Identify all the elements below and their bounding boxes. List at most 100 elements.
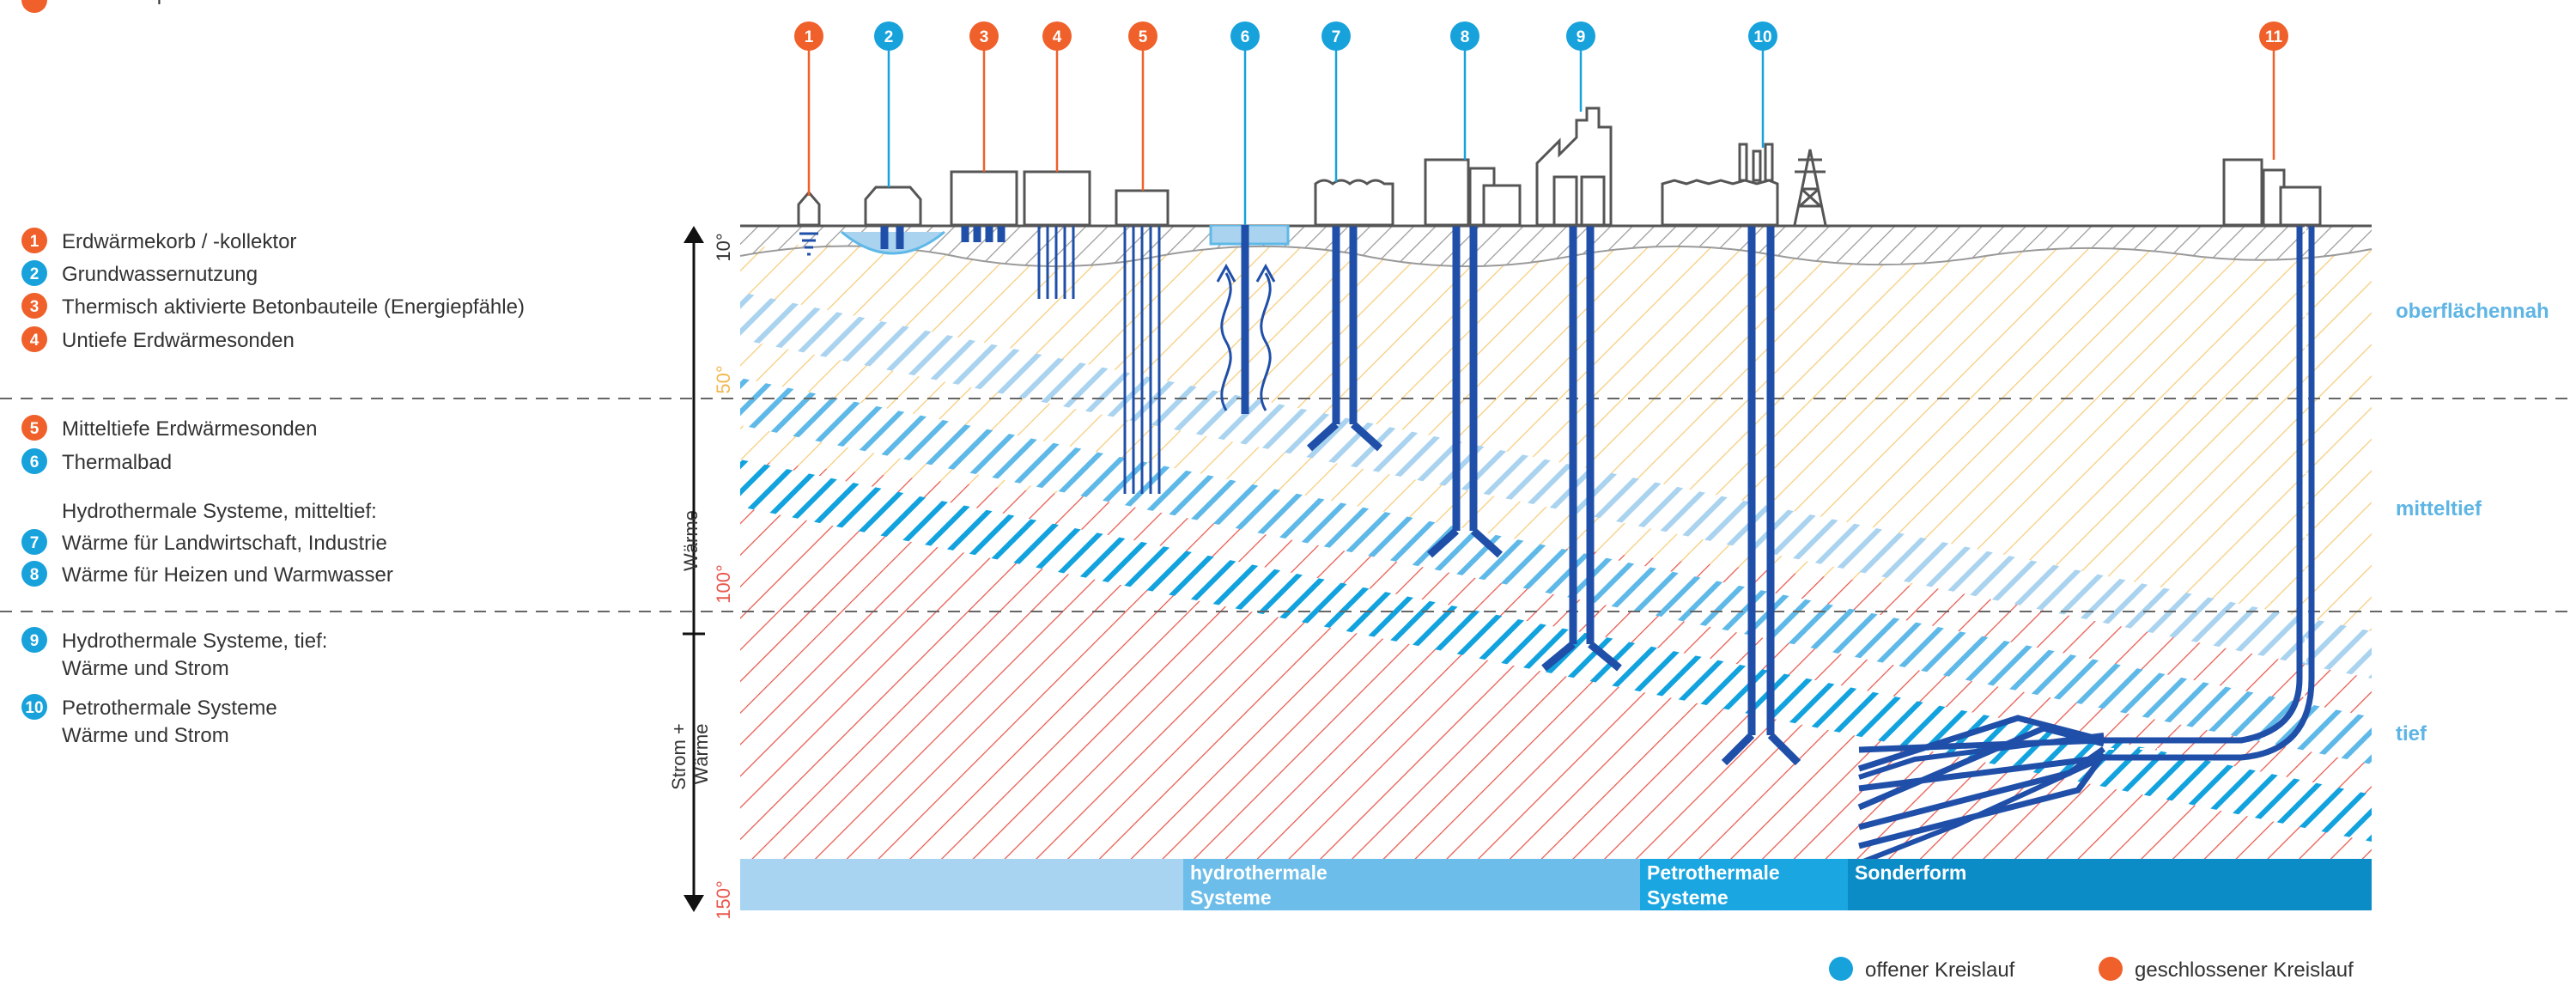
medium-deep-probes: [1123, 225, 1161, 494]
legend-label: Petrothermale Systeme: [62, 697, 277, 720]
hydrothermal-doublet-7: [1306, 225, 1383, 452]
greenhouse-7-icon: [1314, 179, 1394, 227]
building-3-icon: [950, 170, 1018, 227]
open-circuit-label: offener Kreislauf: [1865, 958, 2015, 982]
legend-number: 4: [30, 332, 39, 350]
marker-number: 9: [1577, 28, 1586, 46]
marker-3: 3: [969, 21, 999, 172]
legend-item: 8 Wärme für Heizen und Warmwasser: [21, 561, 393, 587]
marker-4: 4: [1042, 21, 1072, 172]
chimney-10b-icon: [1752, 149, 1762, 182]
marker-badge: [1748, 21, 1777, 51]
thermal-bath-wells: [1209, 225, 1290, 414]
marker-number: 4: [1053, 28, 1062, 46]
marker-badge: [1566, 21, 1595, 51]
shallow-probes: [1037, 225, 1075, 299]
legend-number: 6: [30, 453, 39, 472]
legend-label: Wärme für Heizen und Warmwasser: [62, 563, 393, 587]
petrothermal-doublet-10: [1721, 225, 1801, 766]
legend-label: Untiefe Erdwärmesonden: [62, 329, 295, 352]
groundwater-well: [841, 225, 945, 255]
legend-item: Hydrothermale Systeme, mitteltief:: [62, 500, 377, 523]
factory-9b-icon: [1552, 175, 1578, 227]
legend-label: Wärme für Landwirtschaft, Industrie: [62, 532, 387, 555]
depth-axis: Wärme Strom + Wärme: [668, 226, 712, 912]
legend-number: 2: [30, 265, 39, 283]
building-11a-icon: [2222, 158, 2263, 227]
marker-1: 1: [794, 21, 823, 196]
marker-8: 8: [1450, 21, 1479, 160]
zone-label-mid: mitteltief: [2396, 497, 2482, 520]
legend-badge: [21, 529, 47, 555]
marker-number: 8: [1461, 28, 1470, 46]
marker-number: 11: [2265, 28, 2283, 46]
marker-number: 6: [1241, 28, 1250, 46]
marker-number: 2: [884, 28, 894, 46]
marker-5: 5: [1128, 21, 1157, 191]
zone-label-deep: tief: [2396, 722, 2427, 745]
house-2-icon: [864, 186, 922, 227]
temperature-label: 50°: [713, 365, 734, 393]
legend-label: Wärme und Strom: [62, 724, 229, 747]
legend-number: 8: [30, 566, 39, 584]
marker-badge: [2259, 21, 2288, 51]
closed-circuit-label: geschlossener Kreislauf: [2135, 958, 2354, 982]
system-band-label: Petrothermale: [1647, 861, 1780, 884]
legend-label: Thermalbad: [62, 451, 172, 474]
system-band-label: hydrothermale: [1190, 861, 1327, 884]
axis-label-strom-waerme: Strom + Wärme: [668, 718, 712, 790]
power-plant-10-icon: [1661, 179, 1779, 227]
legend-number: 1: [30, 233, 39, 251]
building-11c-icon: [2279, 186, 2322, 227]
building-8c-icon: [1482, 184, 1522, 227]
marker-number: 7: [1332, 28, 1341, 46]
marker-number: 10: [1753, 28, 1771, 46]
chimney-10a-icon: [1738, 143, 1748, 182]
open-circuit-dot-icon: [1829, 957, 1853, 981]
marker-number: 1: [805, 28, 814, 46]
marker-badge: [1042, 21, 1072, 51]
marker-10: 10: [1748, 21, 1777, 148]
legend-item: 6 Thermalbad: [21, 448, 172, 474]
legend-item: 4 Untiefe Erdwärmesonden: [21, 326, 295, 352]
legend-item: 11 Eavor-Loop: [21, 0, 168, 13]
legend-badge: [21, 694, 47, 720]
legend-label: Wärme und Strom: [62, 657, 229, 680]
building-8a-icon: [1424, 158, 1470, 227]
legend-item: 1 Erdwärmekorb / -kollektor: [21, 228, 296, 253]
legend-label: Erdwärmekorb / -kollektor: [62, 230, 296, 253]
legend-label: Eavor-Loop: [62, 0, 168, 5]
legend-number: 9: [30, 632, 39, 650]
hydrothermal-doublet-9: [1541, 225, 1622, 672]
legend-label: Hydrothermale Systeme, mitteltief:: [62, 500, 377, 523]
pipes: [799, 225, 2315, 859]
marker-badge: [1128, 21, 1157, 51]
legend-badge: [21, 326, 47, 352]
circuit-legend: offener Kreislauf geschlossener Kreislau…: [1829, 957, 2354, 982]
temperature-label: 100°: [713, 564, 734, 604]
surface-boundary: [739, 245, 2372, 268]
surface-structures: [797, 106, 2322, 227]
legend-badge: [21, 260, 47, 286]
marker-2: 2: [874, 21, 903, 187]
marker-6: 6: [1230, 21, 1260, 225]
marker-badge: [1321, 21, 1351, 51]
system-band: Sonderform: [1848, 859, 2372, 910]
factory-9c-icon: [1580, 175, 1606, 227]
legend-badge: [21, 228, 47, 253]
legend-badge: [21, 448, 47, 474]
legend-number: 11: [26, 0, 44, 4]
system-band-label: Systeme: [1647, 886, 1728, 909]
system-band: [740, 859, 1183, 910]
power-pylon-icon: [1793, 149, 1827, 226]
temperature-labels: 10°50°100°150°: [713, 233, 734, 919]
temperature-label: 150°: [713, 880, 734, 920]
aquifer-middle: [740, 378, 2372, 764]
legend-badge: [21, 0, 47, 13]
